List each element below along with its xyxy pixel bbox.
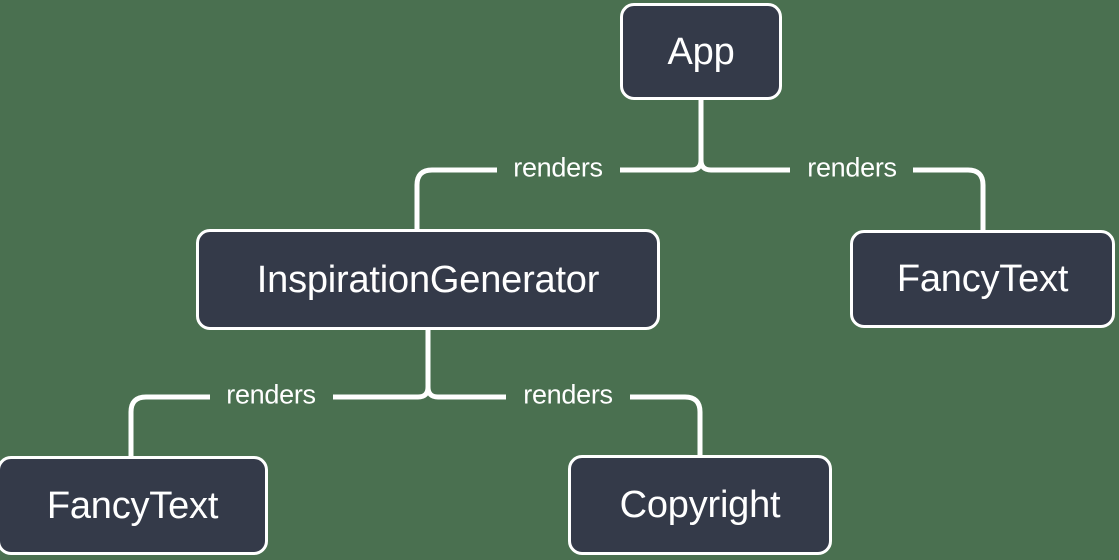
edge-app-to-inspirationgenerator-left-seg [414, 167, 497, 229]
edge-app-stem [698, 100, 712, 173]
edge-label-app-to-inspiration-generator: renders [513, 152, 603, 183]
edge-label-inspiration-generator-to-copyright: renders [523, 379, 613, 410]
node-app[interactable]: App [620, 3, 782, 100]
node-inspiration-generator[interactable]: InspirationGenerator [196, 229, 660, 330]
edge-inspirationgenerator-to-copyright-seg-b [630, 394, 703, 455]
node-copyright-label: Copyright [619, 484, 781, 526]
node-inspiration-generator-label: InspirationGenerator [256, 258, 600, 301]
edge-inspirationgenerator-to-fancytext-left-seg [128, 394, 210, 456]
node-fancy-text-left[interactable]: FancyText [0, 456, 268, 555]
edge-inspirationgenerator-stem-left-curve [417, 386, 431, 400]
node-app-label: App [667, 30, 735, 73]
node-fancy-text-left-label: FancyText [46, 484, 219, 527]
edge-label-app-to-fancy-text-right: renders [807, 152, 897, 183]
node-copyright[interactable]: Copyright [568, 455, 832, 555]
node-fancy-text-right[interactable]: FancyText [850, 230, 1115, 328]
edge-app-to-fancytext-right-seg-b [913, 167, 986, 230]
node-fancy-text-right-label: FancyText [896, 258, 1069, 300]
edge-label-inspiration-generator-to-fancy-text-left: renders [226, 379, 316, 410]
edge-app-stem-left-curve [690, 159, 704, 173]
edge-inspirationgenerator-stem [425, 330, 439, 400]
